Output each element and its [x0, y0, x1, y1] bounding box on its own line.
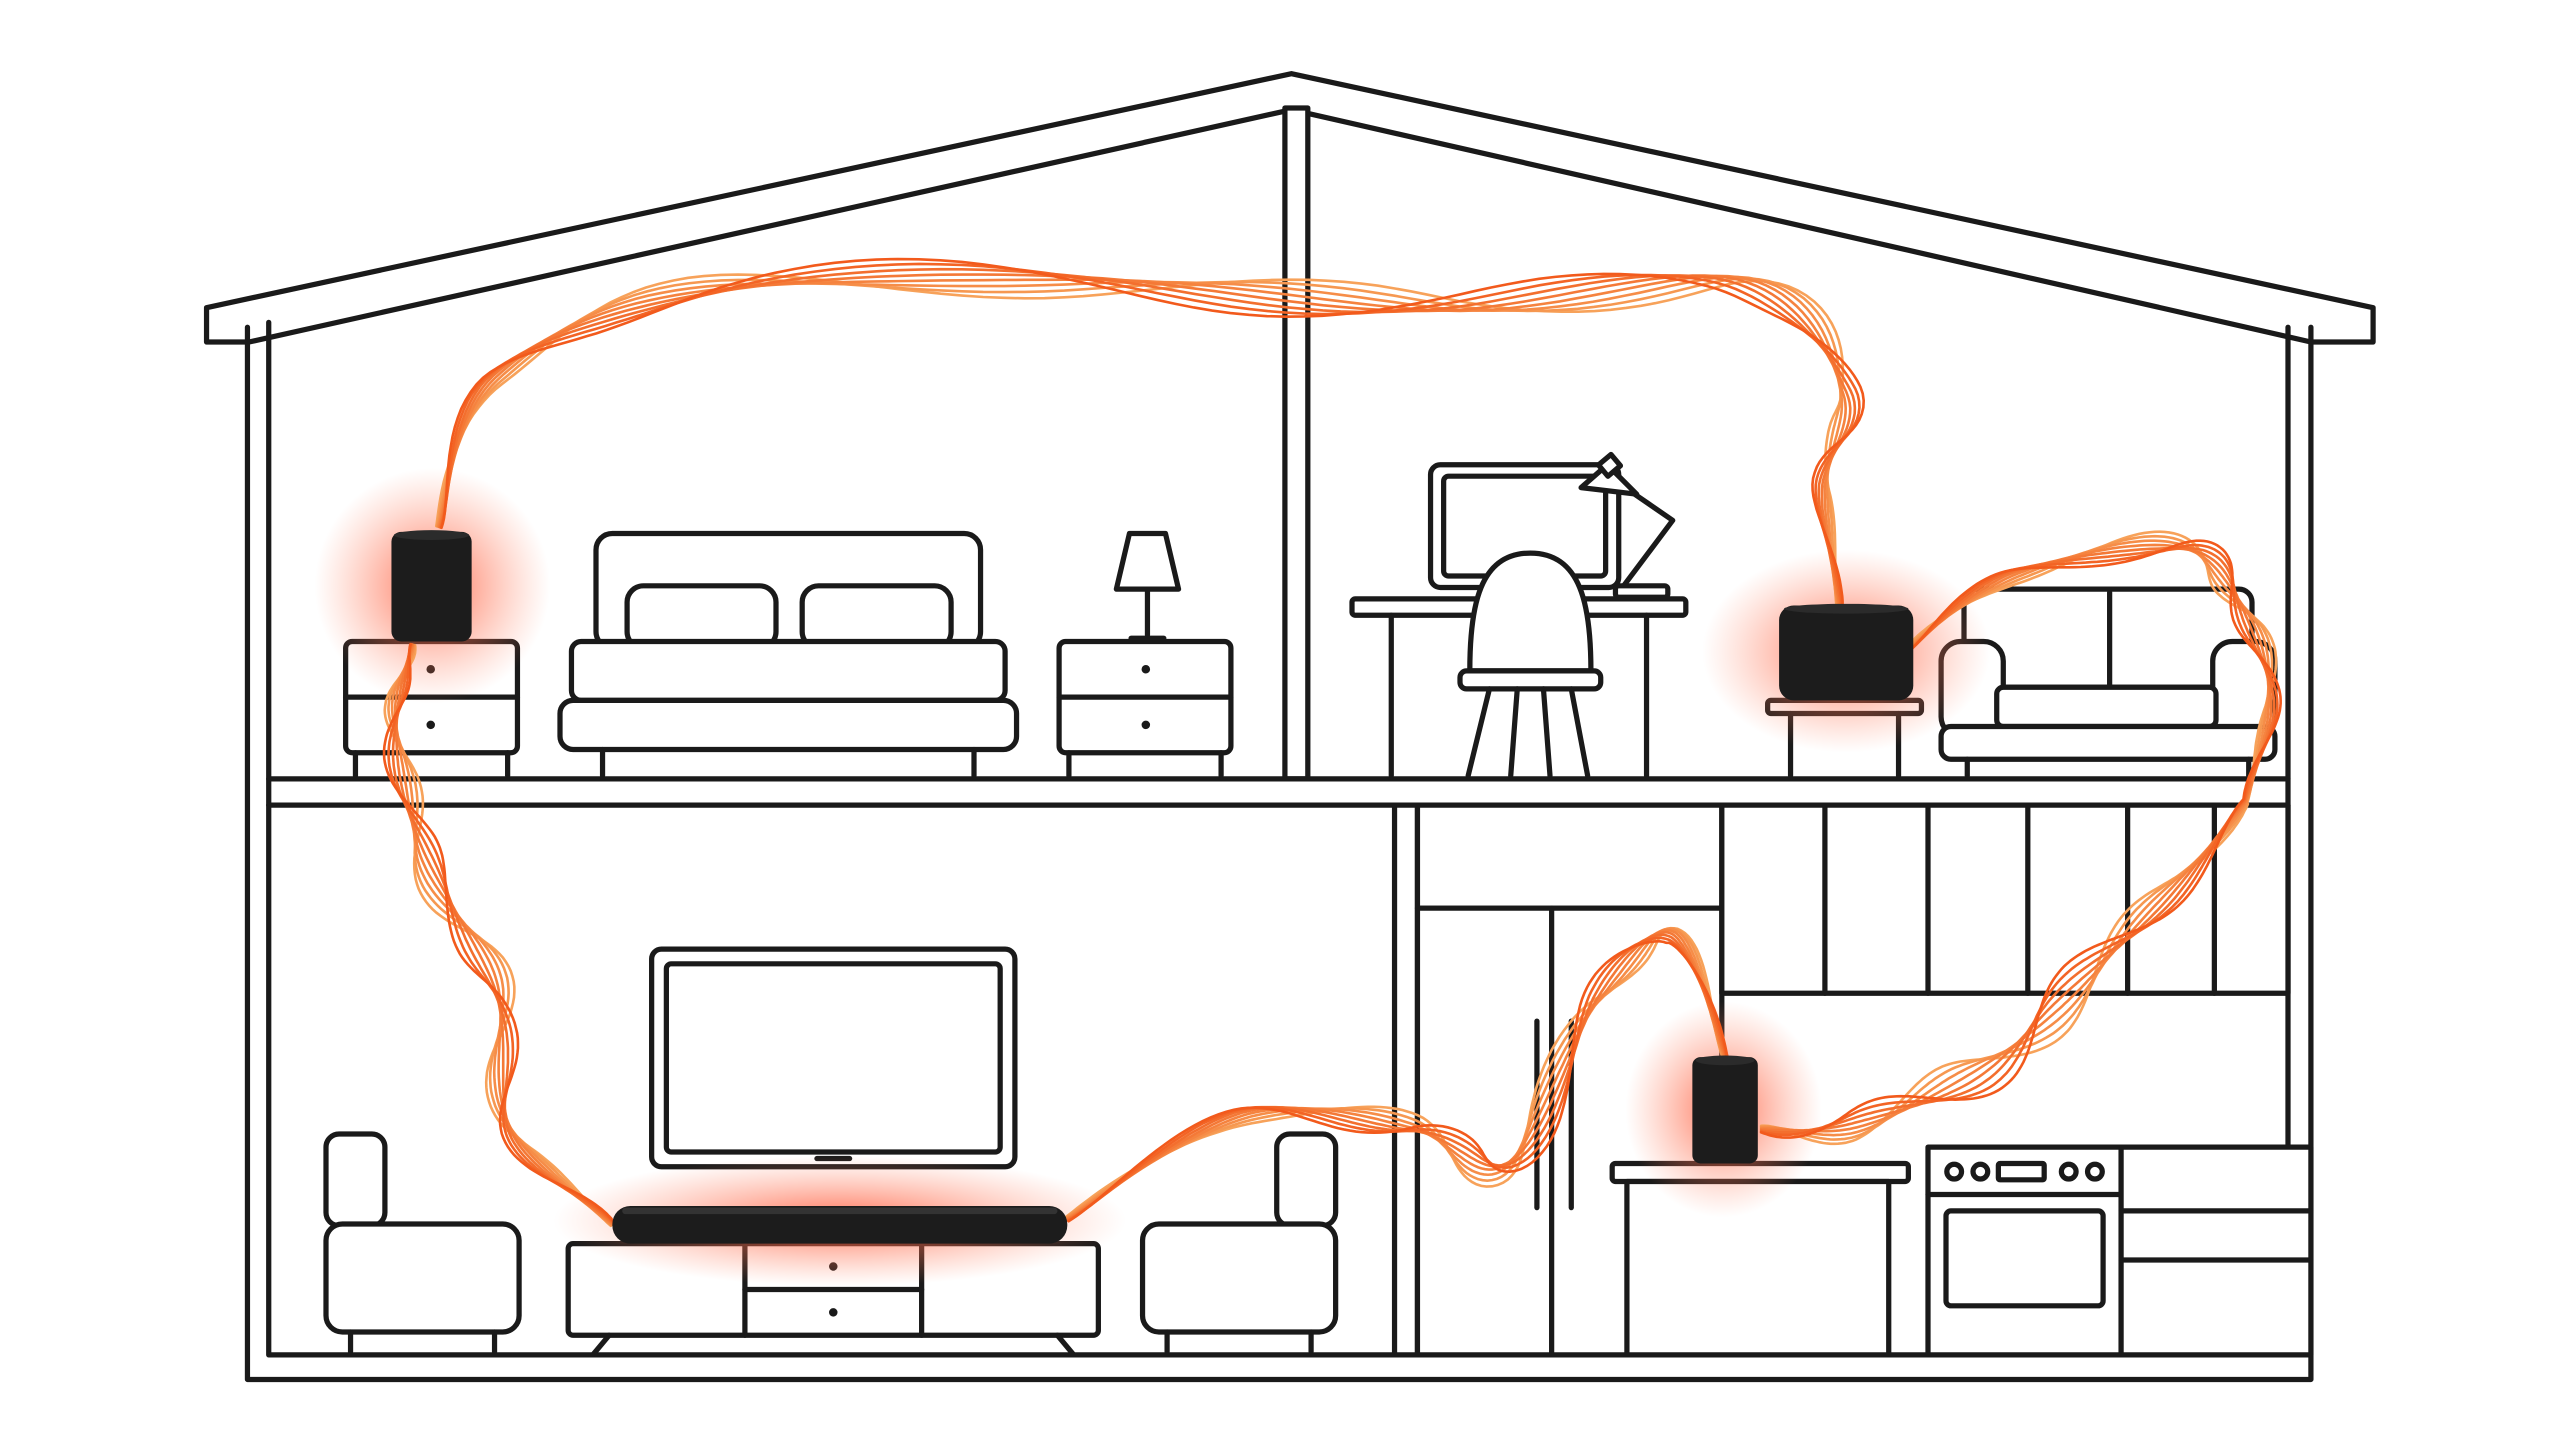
wave-strand: [1900, 547, 2273, 803]
monitor: [1427, 462, 1622, 602]
office-speaker: [1779, 603, 1914, 701]
tv: [649, 946, 1018, 1170]
ground-divider: [1391, 802, 1421, 1358]
living-room-soundbar: [612, 1206, 1068, 1244]
stove: [1925, 1144, 2124, 1358]
wave-strand: [1899, 530, 2278, 804]
house-shell: [203, 71, 2376, 1383]
office-chair: [1457, 550, 1604, 779]
wave-strand: [395, 643, 614, 1225]
lower-cabinets-right: [2118, 1144, 2314, 1358]
bedroom-speaker: [391, 530, 472, 642]
sofa: [1938, 586, 2278, 779]
upper-cabinets-right: [1719, 802, 2291, 996]
wave-strand: [1901, 547, 2276, 803]
wave-strand: [382, 642, 616, 1224]
wave-strand: [1899, 534, 2274, 804]
wave-strand: [1899, 539, 2271, 804]
wave-strand: [1066, 930, 1727, 1221]
floor-slab: [266, 776, 2291, 808]
kitchen-speaker: [1692, 1055, 1758, 1164]
bedroom: [343, 530, 1234, 779]
left-armchair: [323, 1131, 522, 1355]
upper-cabinet-left: [1414, 802, 1725, 911]
right-nightstand: [1056, 638, 1234, 779]
wave-strand: [1901, 543, 2279, 803]
wave-strand: [438, 267, 1857, 610]
living-room: [323, 946, 1339, 1358]
wave-strand: [1759, 799, 2246, 1134]
right-armchair: [1139, 1131, 1339, 1355]
wave-strand: [440, 257, 1866, 610]
attic-divider: [1282, 105, 1311, 782]
inner-walls: [266, 319, 2291, 1358]
wave-strand: [1900, 543, 2271, 804]
wave-strand: [1067, 939, 1729, 1223]
wave-strand: [1759, 798, 2245, 1139]
wave-strand: [1901, 539, 2282, 803]
wave-strand: [1759, 800, 2247, 1132]
outer-walls: [244, 324, 2314, 1383]
bed: [557, 530, 1020, 779]
audio-waves: [382, 257, 2282, 1228]
wave-strand: [439, 262, 1861, 610]
table-lamp: [1113, 530, 1182, 641]
desk-lamp: [1578, 451, 1676, 600]
